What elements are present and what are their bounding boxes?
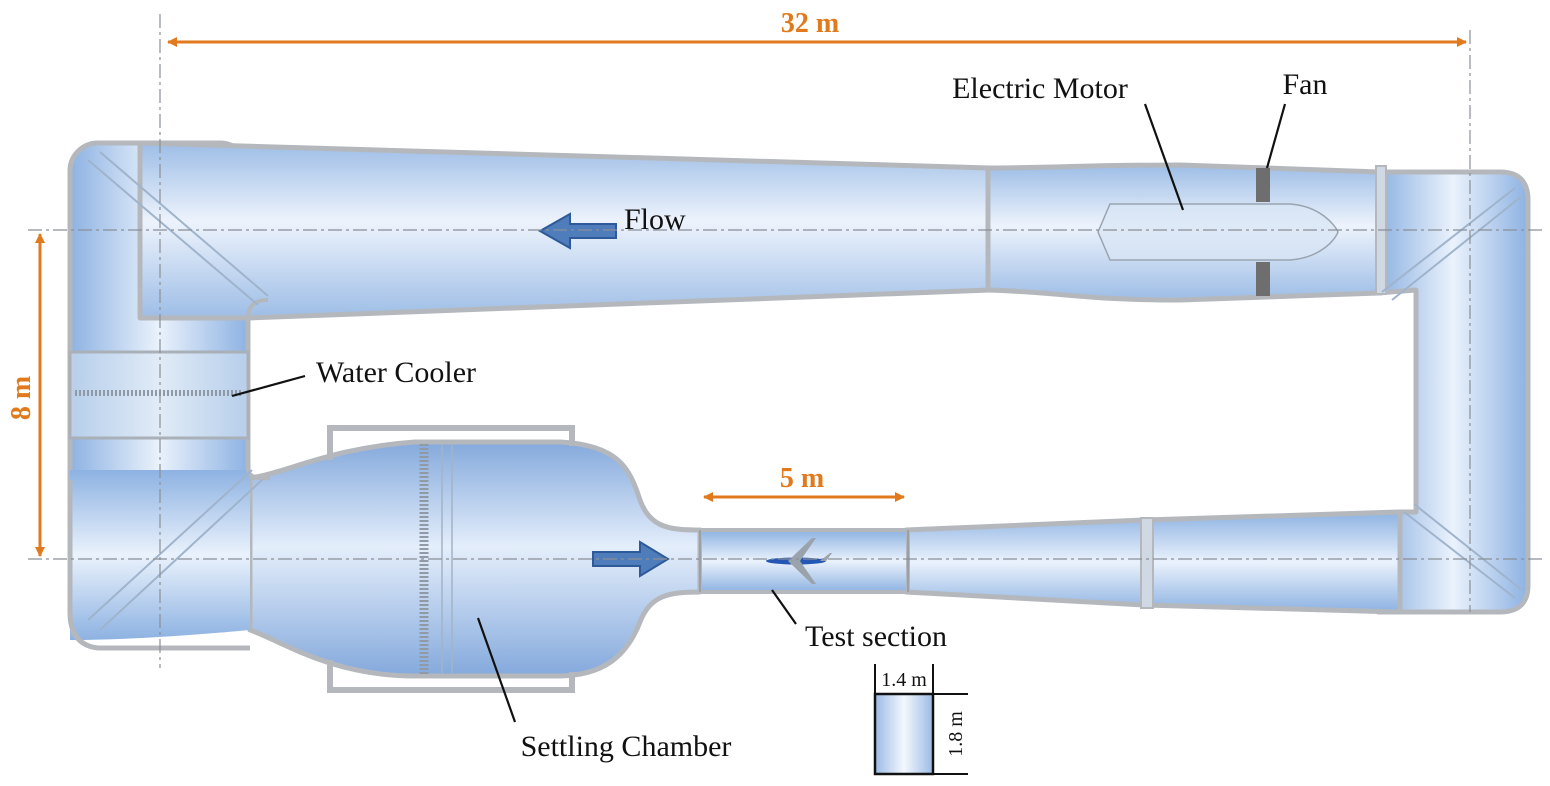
electric-motor-leader [1143,103,1185,211]
settling-chamber-label: Settling Chamber [521,730,732,763]
inner-wall-left-bottom [246,440,271,481]
cross-section-inset: 1.4 m 1.8 m [873,664,968,776]
settling-frame-bottom [327,660,575,693]
test-section-length-label: 5 m [780,463,824,494]
electric-motor-label: Electric Motor [952,72,1128,105]
motor-nacelle [1097,203,1339,261]
cross-section-height-label: 1.8 m [945,711,967,757]
test-section-label: Test section [805,620,947,653]
water-cooler-label: Water Cooler [316,356,476,389]
overall-width-label: 8 m [6,376,37,420]
settling-frame-top [327,425,575,460]
overall-length-label: 32 m [781,8,839,39]
tunnel-duct [67,140,1531,693]
fan-blade-top [1256,168,1270,202]
water-cooler-leader [231,374,306,398]
inner-wall-left-top [246,298,269,319]
fan-leader [1265,103,1287,169]
flow-arrow-left-icon [537,212,617,250]
cross-section-box [873,692,935,776]
test-section-leader [771,589,797,625]
flow-label: Flow [624,203,686,236]
cross-section-width-label: 1.4 m [881,669,927,691]
diffuser-flange [1140,517,1154,609]
settling-chamber-leader [476,617,517,723]
fan-label: Fan [1283,68,1328,101]
reference-lines [28,14,1545,668]
bottom-left-outline [67,480,250,651]
turning-vanes [87,151,1523,631]
fan-blade-bottom [1256,262,1270,296]
